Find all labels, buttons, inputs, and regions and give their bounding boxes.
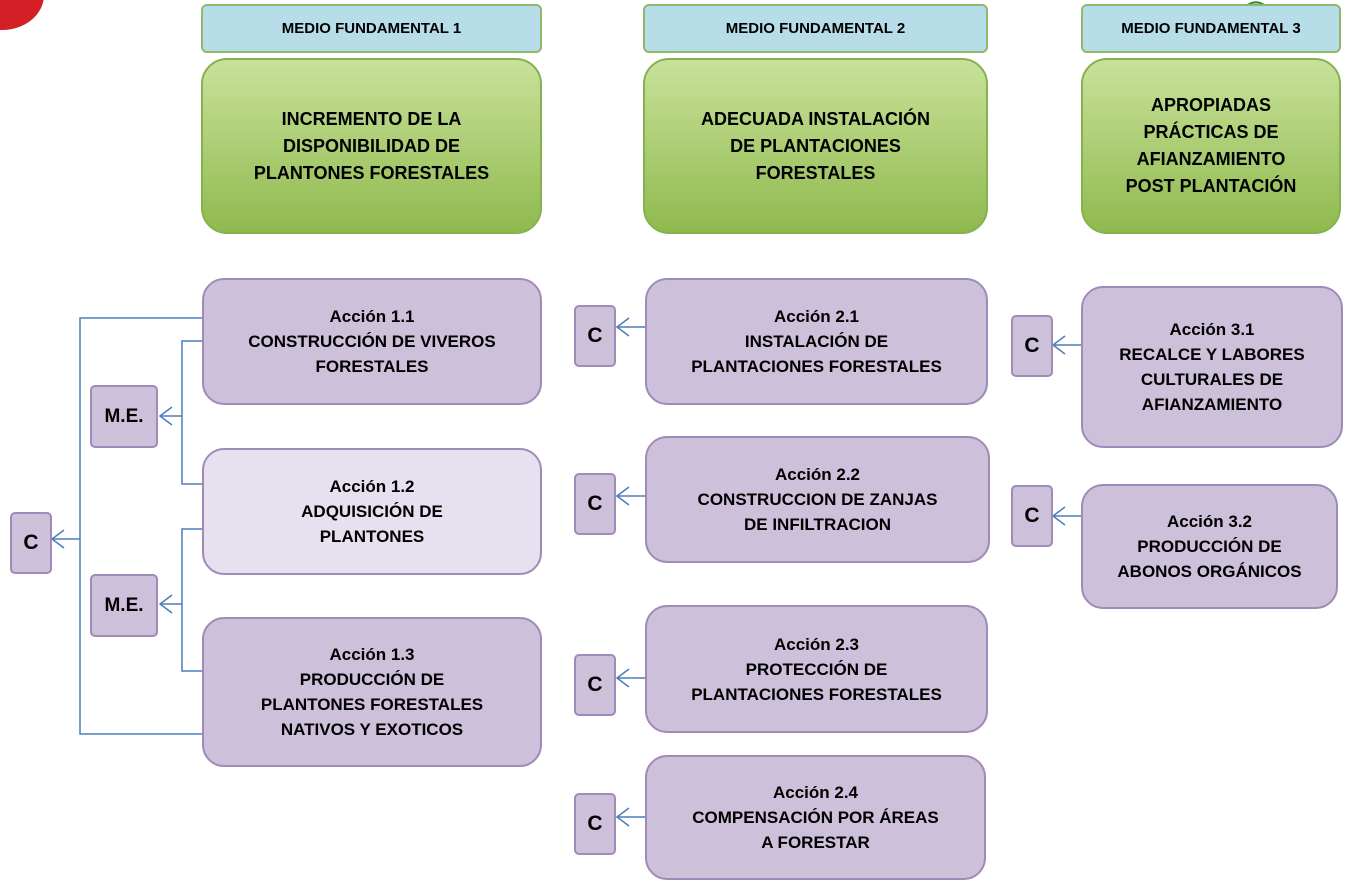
accion-2-4-line-3: A FORESTAR — [761, 833, 870, 852]
accion-1-3-line-4: NATIVOS Y EXOTICOS — [280, 720, 464, 739]
arrow-c-2-2 — [615, 486, 645, 506]
medio-box-2: ADECUADA INSTALACIÓN DE PLANTACIONES FOR… — [643, 58, 988, 234]
accion-3-2-title: Acción 3.2 — [1166, 512, 1253, 531]
tag-c-2-4: C — [574, 793, 616, 855]
accion-1-3-title: Acción 1.3 — [329, 645, 415, 664]
accion-2-1-title: Acción 2.1 — [773, 307, 860, 326]
accion-3-1-line-2: RECALCE Y LABORES — [1119, 345, 1305, 364]
medio-3-line-3: AFIANZAMIENTO — [1136, 149, 1286, 169]
accion-3-1: Acción 3.1 RECALCE Y LABORES CULTURALES … — [1081, 286, 1343, 448]
arrow-c-2-1 — [615, 317, 645, 337]
accion-2-2-line-2: CONSTRUCCION DE ZANJAS — [697, 490, 938, 509]
accion-1-2-line-2: ADQUISICIÓN DE — [301, 502, 443, 521]
tag-c-2-3: C — [574, 654, 616, 716]
accion-2-3-title: Acción 2.3 — [773, 634, 860, 654]
medio-1-line-2: DISPONIBILIDAD DE — [282, 135, 460, 156]
arrow-me-1-head — [158, 406, 173, 426]
arrow-c-3-2 — [1051, 506, 1081, 526]
header-medio-2: MEDIO FUNDAMENTAL 2 — [643, 4, 988, 53]
tag-me-2: M.E. — [90, 574, 158, 637]
accion-3-2-line-3: ABONOS ORGÁNICOS — [1117, 562, 1302, 581]
medio-2-line-1: ADECUADA INSTALACIÓN — [701, 108, 930, 129]
header-medio-3: MEDIO FUNDAMENTAL 3 — [1081, 4, 1341, 53]
medio-3-line-2: PRÁCTICAS DE — [1143, 122, 1279, 142]
accion-3-2: Acción 3.2 PRODUCCIÓN DE ABONOS ORGÁNICO… — [1081, 484, 1338, 609]
accion-3-1-title: Acción 3.1 — [1169, 320, 1255, 339]
bracket-me-2 — [181, 528, 204, 672]
tag-c-main: C — [10, 512, 52, 574]
tag-c-2-1: C — [574, 305, 616, 367]
tag-c-2-2: C — [574, 473, 616, 535]
medio-2-line-3: FORESTALES — [755, 162, 876, 183]
accion-1-2-title: Acción 1.2 — [329, 477, 415, 496]
bracket-me-1 — [181, 340, 204, 485]
accion-1-1-line-2: CONSTRUCCIÓN DE VIVEROS — [248, 332, 496, 351]
arrow-c-2-3 — [615, 668, 645, 688]
accion-2-1-line-3: PLANTACIONES FORESTALES — [691, 357, 942, 376]
accion-1-1-title: Acción 1.1 — [329, 307, 415, 326]
accion-2-2-title: Acción 2.2 — [774, 465, 861, 484]
medio-box-1: INCREMENTO DE LA DISPONIBILIDAD DE PLANT… — [201, 58, 542, 234]
accion-1-2: Acción 1.2 ADQUISICIÓN DE PLANTONES — [202, 448, 542, 575]
accion-1-3-line-2: PRODUCCIÓN DE — [299, 670, 445, 689]
arrow-c-2-4 — [615, 807, 645, 827]
accion-2-2: Acción 2.2 CONSTRUCCION DE ZANJAS DE INF… — [645, 436, 990, 563]
accion-3-1-line-3: CULTURALES DE — [1140, 370, 1284, 389]
tag-me-1: M.E. — [90, 385, 158, 448]
accion-2-4-line-2: COMPENSACIÓN POR ÁREAS — [692, 808, 939, 827]
accion-2-1-line-2: INSTALACIÓN DE — [744, 332, 889, 351]
accion-2-3: Acción 2.3 PROTECCIÓN DE PLANTACIONES FO… — [645, 605, 988, 733]
tag-c-3-2: C — [1011, 485, 1053, 547]
accion-2-1: Acción 2.1 INSTALACIÓN DE PLANTACIONES F… — [645, 278, 988, 405]
accion-2-3-line-3: PLANTACIONES FORESTALES — [691, 684, 942, 704]
accion-1-1: Acción 1.1 CONSTRUCCIÓN DE VIVEROS FORES… — [202, 278, 542, 405]
accion-1-3-line-3: PLANTONES FORESTALES — [260, 695, 484, 714]
header-medio-1: MEDIO FUNDAMENTAL 1 — [201, 4, 542, 53]
accion-2-2-line-3: DE INFILTRACION — [743, 515, 891, 534]
arrow-me-2-head — [158, 594, 173, 614]
tag-c-3-1: C — [1011, 315, 1053, 377]
medio-2-line-2: DE PLANTACIONES — [730, 135, 901, 156]
arrow-c-main-head — [50, 529, 65, 549]
accion-3-1-line-4: AFIANZAMIENTO — [1141, 395, 1283, 414]
arrow-c-3-1 — [1051, 335, 1081, 355]
medio-box-3: APROPIADAS PRÁCTICAS DE AFIANZAMIENTO PO… — [1081, 58, 1341, 234]
medio-3-line-4: POST PLANTACIÓN — [1125, 176, 1297, 196]
accion-3-2-line-2: PRODUCCIÓN DE — [1137, 537, 1282, 556]
accion-2-3-line-2: PROTECCIÓN DE — [745, 659, 888, 679]
accion-2-4-title: Acción 2.4 — [772, 783, 859, 802]
medio-1-line-3: PLANTONES FORESTALES — [253, 162, 490, 183]
bracket-c-main — [79, 317, 204, 735]
accion-1-1-line-3: FORESTALES — [315, 357, 429, 376]
medio-3-line-1: APROPIADAS — [1150, 95, 1271, 115]
accion-2-4: Acción 2.4 COMPENSACIÓN POR ÁREAS A FORE… — [645, 755, 986, 880]
accion-1-3: Acción 1.3 PRODUCCIÓN DE PLANTONES FORES… — [202, 617, 542, 767]
medio-1-line-1: INCREMENTO DE LA — [281, 108, 462, 129]
accion-1-2-line-3: PLANTONES — [319, 527, 425, 546]
